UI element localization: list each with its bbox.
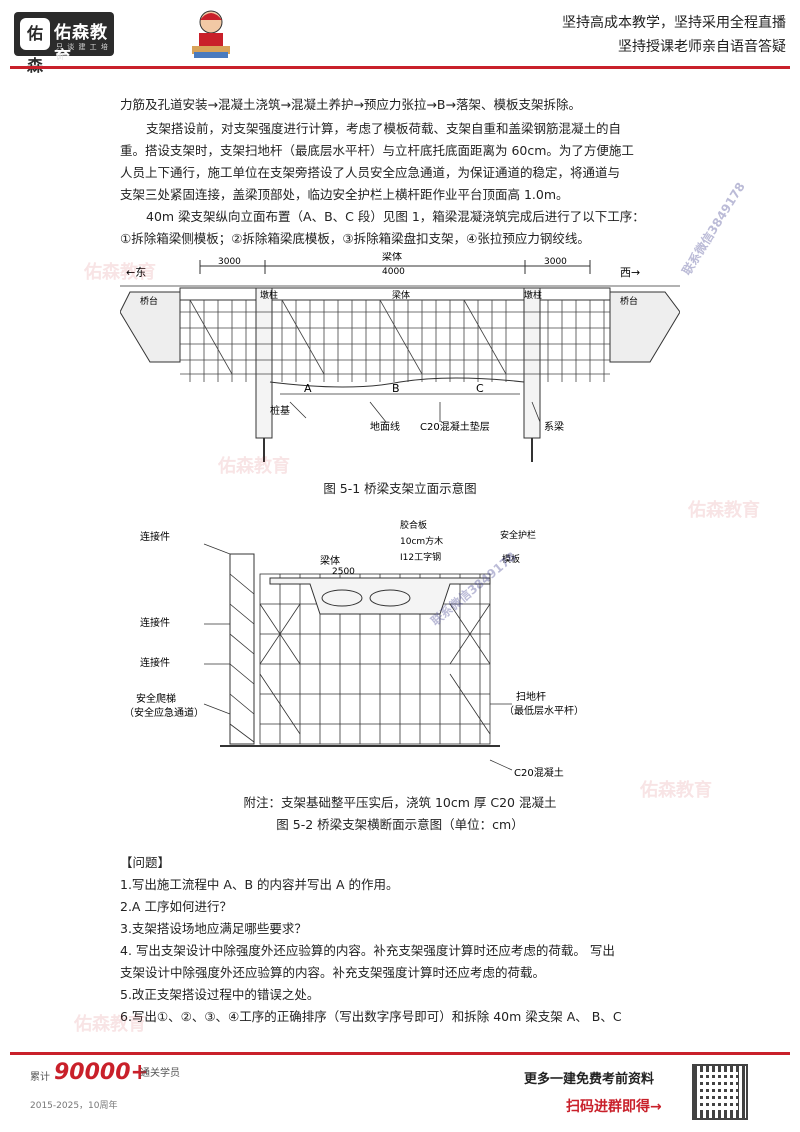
- label-concrete: C20混凝土: [514, 766, 564, 779]
- body-line-1: 力筋及孔道安装→混凝土浇筑→混凝土养护→预应力张拉→B→落架、模板支架拆除。: [120, 97, 581, 112]
- label-conn-1: 连接件: [140, 530, 170, 543]
- label-pier-left: 墩柱: [260, 289, 278, 301]
- label-beam-mid: 梁体: [392, 289, 410, 301]
- question-3: 3.支架搭设场地应满足哪些要求？: [120, 921, 307, 936]
- label-seg-c: C: [476, 382, 484, 395]
- qr-code-icon[interactable]: [692, 1064, 748, 1120]
- question-4-line-2: 支架设计中除强度外还应验算的内容。补充支架强度计算时还应考虑的荷载。: [120, 965, 546, 980]
- dim-right: 3000: [544, 257, 567, 267]
- question-6: 6.写出①、②、③、④工序的正确排序（写出数字序号即可）和拆除 40m 梁支架 …: [120, 1009, 622, 1024]
- label-seg-b: B: [392, 382, 400, 395]
- logo-name: 佑森教育: [54, 23, 108, 68]
- para2-line-2: 重。搭设支架时，支架扫地杆（最底层水平杆）与立杆底托底面距离为 60cm。为了方…: [120, 143, 634, 158]
- para2-line-1: 支架搭设前，对支架强度进行计算，考虑了模板荷载、支架自重和盖梁钢筋混凝土的自: [146, 121, 622, 136]
- dim-left: 3000: [218, 257, 241, 267]
- para3-line-2: ①拆除箱梁侧模板；②拆除箱梁底模板，③拆除箱梁盘扣支架，④张拉预应力钢绞线。: [120, 231, 590, 246]
- watermark-brand: 佑森教育: [688, 500, 760, 521]
- footer-prefix: 累计: [30, 1072, 50, 1083]
- figure1-caption: 图 5-1 桥梁支架立面示意图: [323, 481, 477, 496]
- label-beam-top: 梁体: [382, 252, 402, 263]
- footer-count: 90000+: [54, 1060, 149, 1085]
- footer-more: 更多一建免费考前资料: [524, 1072, 655, 1087]
- label-beam: 梁体: [320, 554, 340, 567]
- page-header: 佑森 佑森教育 只 谈 建 工 培 训 坚持高成本教学，坚持采用全程直播 坚持授…: [0, 0, 800, 75]
- question-2: 2.A 工序如何进行？: [120, 899, 232, 914]
- label-ladder-1: 安全爬梯: [136, 692, 176, 705]
- watermark-brand: 佑森教育: [218, 456, 290, 477]
- label-sweep-2: （最低层水平杆）: [504, 704, 584, 717]
- watermark-brand: 佑森教育: [74, 1014, 146, 1035]
- mascot-icon: [192, 10, 230, 58]
- label-sweep-1: 扫地杆: [516, 690, 546, 703]
- label-abutment-left: 桥台: [140, 295, 158, 307]
- label-tie: 系梁: [544, 420, 564, 433]
- label-rail: 安全护栏: [500, 529, 536, 541]
- dim-mid: 4000: [382, 267, 405, 277]
- label-timber: 10cm方木: [400, 535, 443, 547]
- figure2-caption: 图 5-2 桥梁支架横断面示意图（单位：cm）: [276, 817, 524, 832]
- footer-scan-link[interactable]: 扫码进群即得→: [566, 1099, 662, 1115]
- label-abutment-right: 桥台: [620, 295, 638, 307]
- label-formwork: 模板: [502, 553, 520, 565]
- label-ground: 地面线: [370, 420, 400, 433]
- para2-line-3: 人员上下通行，施工单位在支架旁搭设了人员安全应急通道，为保证通道的稳定，将通道与: [120, 165, 621, 180]
- question-4-line-1: 4. 写出支架设计中除强度外还应验算的内容。补充支架强度计算时还应考虑的荷载。 …: [120, 943, 615, 958]
- figure2-note: 附注：支架基础整平压实后，浇筑 10cm 厚 C20 混凝土: [243, 795, 557, 810]
- label-conn-3: 连接件: [140, 656, 170, 669]
- label-west: 西→: [620, 266, 640, 279]
- footer-years: 2015-2025，10周年: [30, 1101, 118, 1111]
- question-5: 5.改正支架搭设过程中的错误之处。: [120, 987, 320, 1002]
- figure-cross-section: 连接件 连接件 连接件 安全爬梯 （安全应急通道） 梁体 2500 胶合板 10…: [124, 519, 584, 779]
- label-width: 2500: [332, 567, 355, 577]
- questions-heading: 【问题】: [120, 855, 171, 870]
- footer-suffix: 通关学员: [140, 1068, 180, 1079]
- label-pier-right: 墩柱: [524, 289, 542, 301]
- para3-line-1: 40m 梁支架纵向立面布置（A、B、C 段）见图 1，箱梁混凝浇筑完成后进行了以…: [146, 209, 645, 224]
- figure-elevation: ←东 西→ 梁体 3000 4000 3000 桥台 桥台 墩柱 墩柱 梁体 A…: [120, 252, 680, 462]
- watermark-brand: 佑森教育: [640, 780, 712, 801]
- header-divider: [10, 66, 790, 69]
- label-ibeam: I12工字钢: [400, 551, 441, 563]
- footer-divider: [10, 1052, 790, 1055]
- label-pad: C20混凝土垫层: [420, 420, 490, 433]
- label-conn-2: 连接件: [140, 616, 170, 629]
- label-seg-a: A: [304, 382, 312, 395]
- slogan-line-1: 坚持高成本教学，坚持采用全程直播: [562, 15, 786, 31]
- label-pile: 桩基: [270, 404, 290, 417]
- watermark-brand: 佑森教育: [84, 262, 156, 283]
- logo-mark: 佑森: [20, 18, 50, 75]
- label-plywood: 胶合板: [400, 519, 427, 531]
- logo-subtitle: 只 谈 建 工 培 训: [56, 43, 109, 61]
- label-east: ←东: [126, 266, 146, 279]
- brand-logo: 佑森 佑森教育 只 谈 建 工 培 训: [14, 12, 114, 75]
- slogan-line-2: 坚持授课老师亲自语音答疑: [618, 39, 786, 55]
- label-ladder-2: （安全应急通道）: [124, 706, 204, 719]
- para2-line-4: 支架三处紧固连接，盖梁顶部处，临边安全护栏上横杆距作业平台顶面高 1.0m。: [120, 187, 569, 202]
- question-1: 1.写出施工流程中 A、B 的内容并写出 A 的作用。: [120, 877, 399, 892]
